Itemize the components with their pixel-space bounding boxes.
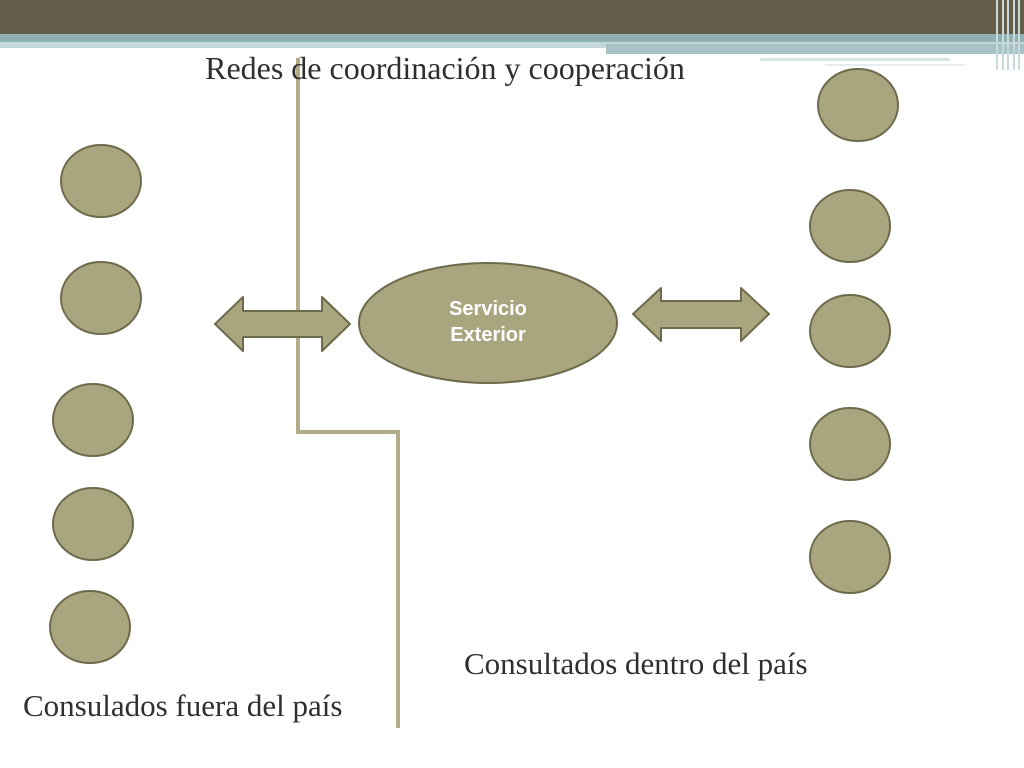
left-node-4 [52, 487, 134, 561]
center-node-line-2: Exterior [450, 324, 526, 346]
center-node [358, 262, 618, 384]
divider-line [296, 58, 400, 728]
right-node-1 [817, 68, 899, 142]
center-node-label: Servicio Exterior [420, 296, 556, 348]
left-node-3 [52, 383, 134, 457]
right-node-5 [809, 520, 891, 594]
right-node-3 [809, 294, 891, 368]
header-band-accent [606, 44, 1024, 54]
slide-title: Redes de coordinación y cooperación [205, 50, 685, 86]
header-band-teal [0, 34, 1024, 42]
header-line-thin [825, 64, 965, 66]
left-node-1 [60, 144, 142, 218]
label-outside-country: Consulados fuera del país [23, 688, 343, 723]
right-double-arrow [632, 287, 770, 342]
right-node-2 [809, 189, 891, 263]
left-node-2 [60, 261, 142, 335]
header-bar [0, 0, 1024, 34]
header-band-light [0, 42, 1024, 48]
center-node-line-1: Servicio [449, 298, 527, 320]
header-stripes [992, 0, 1024, 70]
left-node-5 [49, 590, 131, 664]
label-inside-country: Consultados dentro del país [464, 646, 808, 681]
left-double-arrow [214, 296, 351, 352]
header-line-accent [760, 58, 950, 61]
right-node-4 [809, 407, 891, 481]
